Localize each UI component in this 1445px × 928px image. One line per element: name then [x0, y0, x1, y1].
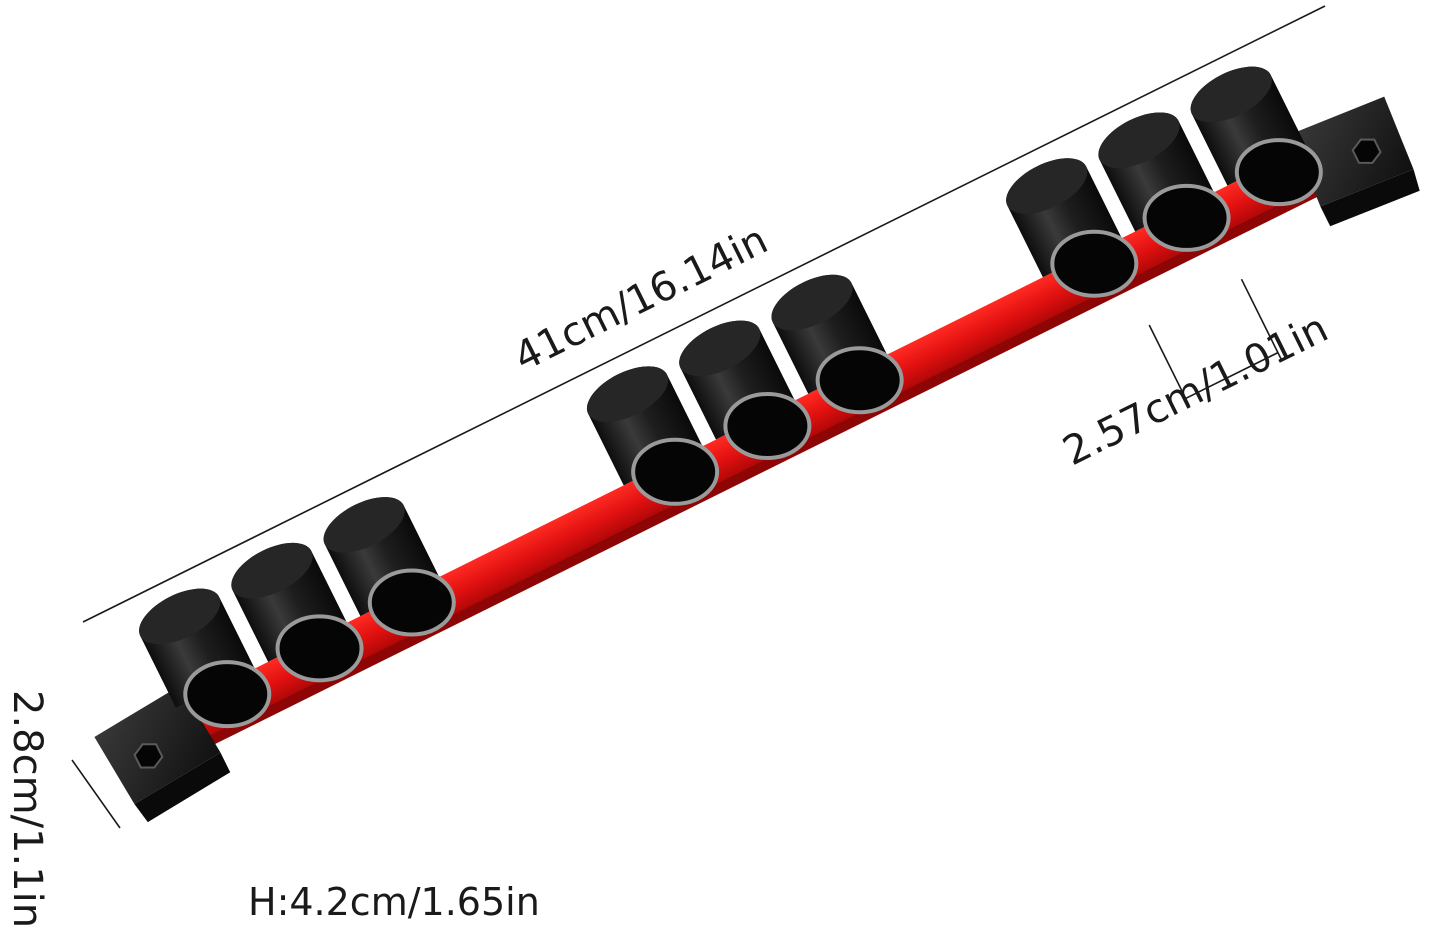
socket-clip: [1006, 158, 1139, 298]
length-dimension-line: [82, 5, 1326, 623]
rail-lower-edge: [161, 159, 1376, 769]
socket-clips: [139, 66, 1323, 729]
width-label: 2.8cm/1.1in: [4, 690, 50, 928]
socket-clip: [323, 497, 456, 637]
left-end-cap: [94, 685, 231, 823]
socket-clip: [139, 588, 272, 729]
socket-clip: [231, 542, 364, 683]
socket-clip: [1190, 66, 1323, 207]
socket-clip: [586, 366, 720, 506]
socket-clip: [679, 320, 812, 460]
hex-mount-hole-icon: [1351, 138, 1382, 164]
socket-rail: [94, 66, 1420, 823]
width-dimension-line: [71, 759, 121, 829]
spacing-label: 2.57cm/1.01in: [1056, 305, 1335, 475]
hex-mount-hole-icon: [133, 743, 164, 769]
socket-clip: [1098, 112, 1231, 252]
spacing-dimension: [1148, 278, 1283, 406]
socket-clip: [771, 274, 904, 415]
height-label: H:4.2cm/1.65in: [248, 880, 540, 924]
